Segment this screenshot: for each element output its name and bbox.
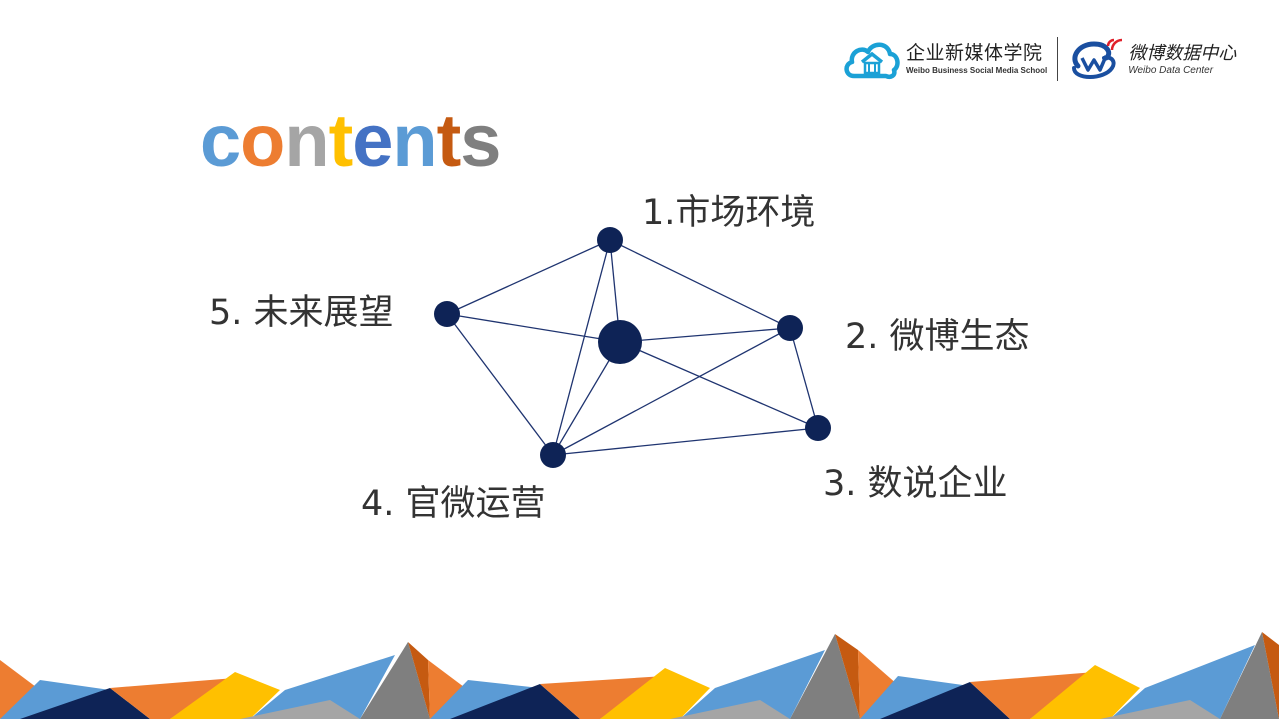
page-title: contents bbox=[200, 96, 501, 186]
footer-triangle bbox=[1220, 632, 1279, 719]
footer-decoration bbox=[0, 632, 1279, 719]
title-letter: n bbox=[392, 99, 437, 182]
footer-triangle bbox=[670, 700, 790, 719]
footer-triangle bbox=[1100, 700, 1220, 719]
label-market-environment: 1.市场环境 bbox=[642, 193, 816, 233]
footer-triangle bbox=[20, 688, 150, 719]
school-name-cn: 企业新媒体学院 bbox=[906, 42, 1043, 64]
footer-triangle bbox=[0, 680, 110, 719]
footer-triangle bbox=[110, 678, 235, 719]
footer-triangle bbox=[790, 634, 860, 719]
label-data-enterprise: 3. 数说企业 bbox=[823, 464, 1008, 504]
footer-triangle bbox=[430, 680, 540, 719]
node-n4 bbox=[540, 442, 566, 468]
footer-triangle bbox=[1262, 632, 1279, 719]
edge-n2-n4 bbox=[552, 327, 791, 456]
data-center-name-en: Weibo Data Center bbox=[1128, 64, 1214, 76]
node-n1 bbox=[597, 227, 623, 253]
data-center-name-cn: 微博数据中心 bbox=[1128, 42, 1237, 64]
node-hub bbox=[598, 320, 642, 364]
edge-n1-n5 bbox=[446, 239, 611, 315]
edge-n1-n2 bbox=[609, 239, 791, 329]
node-n5 bbox=[434, 301, 460, 327]
footer-triangle bbox=[600, 668, 710, 719]
edge-hub-n3 bbox=[619, 341, 819, 429]
house-cloud-icon bbox=[842, 36, 900, 82]
footer-triangle bbox=[240, 700, 360, 719]
footer-triangle bbox=[880, 682, 1010, 719]
label-future-outlook: 5. 未来展望 bbox=[209, 293, 394, 333]
title-letter: e bbox=[352, 99, 393, 182]
school-name-en: Weibo Business Social Media School bbox=[906, 66, 1048, 75]
footer-triangle bbox=[858, 650, 898, 719]
edge-hub-n2 bbox=[619, 327, 791, 343]
footer-triangle bbox=[835, 634, 860, 719]
edge-n5-hub bbox=[446, 313, 621, 343]
node-n2 bbox=[777, 315, 803, 341]
node-n3 bbox=[805, 415, 831, 441]
footer-triangle bbox=[970, 672, 1095, 719]
footer-triangle bbox=[408, 642, 430, 719]
footer-triangle bbox=[170, 672, 280, 719]
footer-triangle bbox=[1110, 645, 1255, 719]
school-logo: 企业新媒体学院 Weibo Business Social Media Scho… bbox=[842, 36, 1047, 82]
label-weibo-ecosystem: 2. 微博生态 bbox=[845, 317, 1030, 357]
weibo-data-icon bbox=[1068, 36, 1126, 82]
edge-n1-n4 bbox=[552, 239, 611, 456]
footer-triangle bbox=[680, 650, 825, 719]
edge-n5-n4 bbox=[446, 313, 554, 456]
title-letter: s bbox=[460, 99, 501, 182]
edge-n2-n3 bbox=[789, 327, 819, 429]
edge-n3-n4 bbox=[552, 427, 819, 456]
logo-divider bbox=[1057, 37, 1059, 81]
data-center-logo: 微博数据中心 Weibo Data Center bbox=[1068, 36, 1236, 82]
footer-triangle bbox=[428, 660, 468, 719]
footer-triangle bbox=[450, 684, 580, 719]
footer-triangle bbox=[360, 642, 430, 719]
title-letter: t bbox=[328, 99, 354, 182]
footer-triangle bbox=[0, 660, 40, 719]
title-letter: t bbox=[436, 99, 462, 182]
footer-triangle bbox=[540, 676, 665, 719]
label-official-weibo-ops: 4. 官微运营 bbox=[361, 484, 546, 524]
title-letter: n bbox=[284, 99, 329, 182]
footer-triangle bbox=[250, 655, 395, 719]
header-logos: 企业新媒体学院 Weibo Business Social Media Scho… bbox=[842, 34, 1236, 84]
title-letter: o bbox=[240, 99, 285, 182]
title-letter: c bbox=[200, 99, 241, 182]
footer-triangle bbox=[860, 676, 970, 719]
footer-triangle bbox=[1030, 665, 1140, 719]
